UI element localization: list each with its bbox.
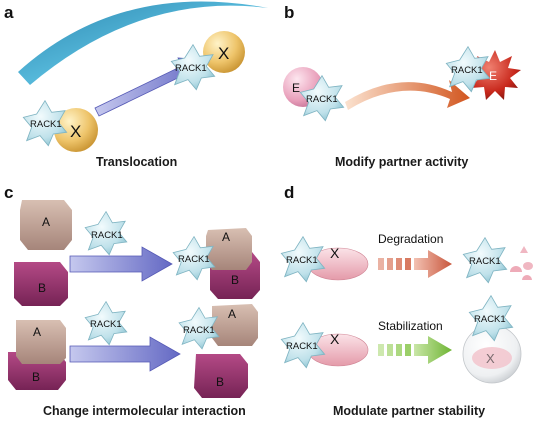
rack1-label-after: RACK1 — [175, 63, 207, 74]
rack1-label-d-deg: RACK1 — [286, 255, 318, 266]
panel-b-caption: Modify partner activity — [335, 155, 468, 169]
panel-d: d X RACK1 Degradation RACK1 X RACK1 Stab… — [280, 183, 533, 418]
protein-a-box-top-right — [206, 228, 252, 270]
rack1-label-c1-bound: RACK1 — [178, 254, 210, 265]
protein-a-label-bottom-left: A — [33, 325, 41, 339]
panel-c: c A B RACK1 B A RACK1 B A RACK1 A RACK1 … — [4, 183, 260, 418]
partner-x-ball-before — [54, 108, 98, 152]
protein-a-box-bottom-left — [16, 320, 66, 364]
rack1-label-before: RACK1 — [30, 119, 62, 130]
rack1-label-b-left: RACK1 — [306, 94, 338, 105]
partner-x-label-protected: X — [486, 351, 495, 366]
protein-a-label-top-right: A — [222, 230, 230, 244]
degraded-fragments — [510, 246, 533, 280]
rack1-label-d-deg-released: RACK1 — [469, 256, 501, 267]
rack1-label-d-stab: RACK1 — [286, 341, 318, 352]
partner-x-label-before: X — [70, 122, 81, 141]
panel-a-caption: Translocation — [96, 155, 177, 169]
panel-c-letter: c — [4, 183, 13, 202]
rack1-label-c2-bound: RACK1 — [183, 325, 215, 336]
rack1-label-b-right: RACK1 — [451, 65, 483, 76]
protein-a-label-bottom-right: A — [228, 307, 236, 321]
rack1-label-c2-free: RACK1 — [90, 319, 122, 330]
partner-x-disc-protected — [472, 347, 512, 369]
protein-b-label-bottom-right: B — [216, 375, 224, 389]
protein-b-label-top-left: B — [38, 281, 46, 295]
degradation-label: Degradation — [378, 232, 443, 246]
partner-x-ball-after — [203, 31, 245, 73]
rack1-label-c1-free: RACK1 — [91, 230, 123, 241]
panel-d-letter: d — [284, 183, 294, 202]
membrane-shape — [18, 1, 268, 85]
degradation-arrow — [378, 250, 452, 278]
protein-a-box-bottom-right — [212, 304, 258, 346]
protein-a-label-top-left: A — [42, 215, 50, 229]
stabilization-arrow — [378, 336, 452, 364]
rack1-label-d-stab-bound: RACK1 — [474, 314, 506, 325]
panel-a: a X RACK1 X RACK1 Translocation — [4, 1, 268, 169]
panel-c-caption: Change intermolecular interaction — [43, 404, 246, 418]
activation-arrow — [345, 80, 470, 110]
protein-a-box-top-left — [20, 200, 72, 250]
protein-b-label-top-right: B — [231, 273, 239, 287]
interaction-arrow-top — [69, 246, 173, 282]
partner-x-label-stab: X — [330, 331, 340, 347]
panel-d-caption: Modulate partner stability — [333, 404, 485, 418]
panel-b: b E RACK1 E RACK1 Modify partner activit… — [283, 3, 521, 169]
panel-a-letter: a — [4, 3, 14, 22]
partner-e-label-active: E — [489, 69, 497, 83]
interaction-arrow-bottom — [69, 336, 181, 372]
protein-b-box-top-left — [14, 262, 68, 306]
partner-x-label-after: X — [218, 44, 229, 63]
partner-e-label-inactive: E — [292, 81, 300, 95]
stabilization-label: Stabilization — [378, 319, 443, 333]
protein-b-box-bottom-right — [194, 354, 248, 398]
panel-b-letter: b — [284, 3, 294, 22]
partner-x-label-deg: X — [330, 245, 340, 261]
protein-b-label-bottom-left: B — [32, 370, 40, 384]
